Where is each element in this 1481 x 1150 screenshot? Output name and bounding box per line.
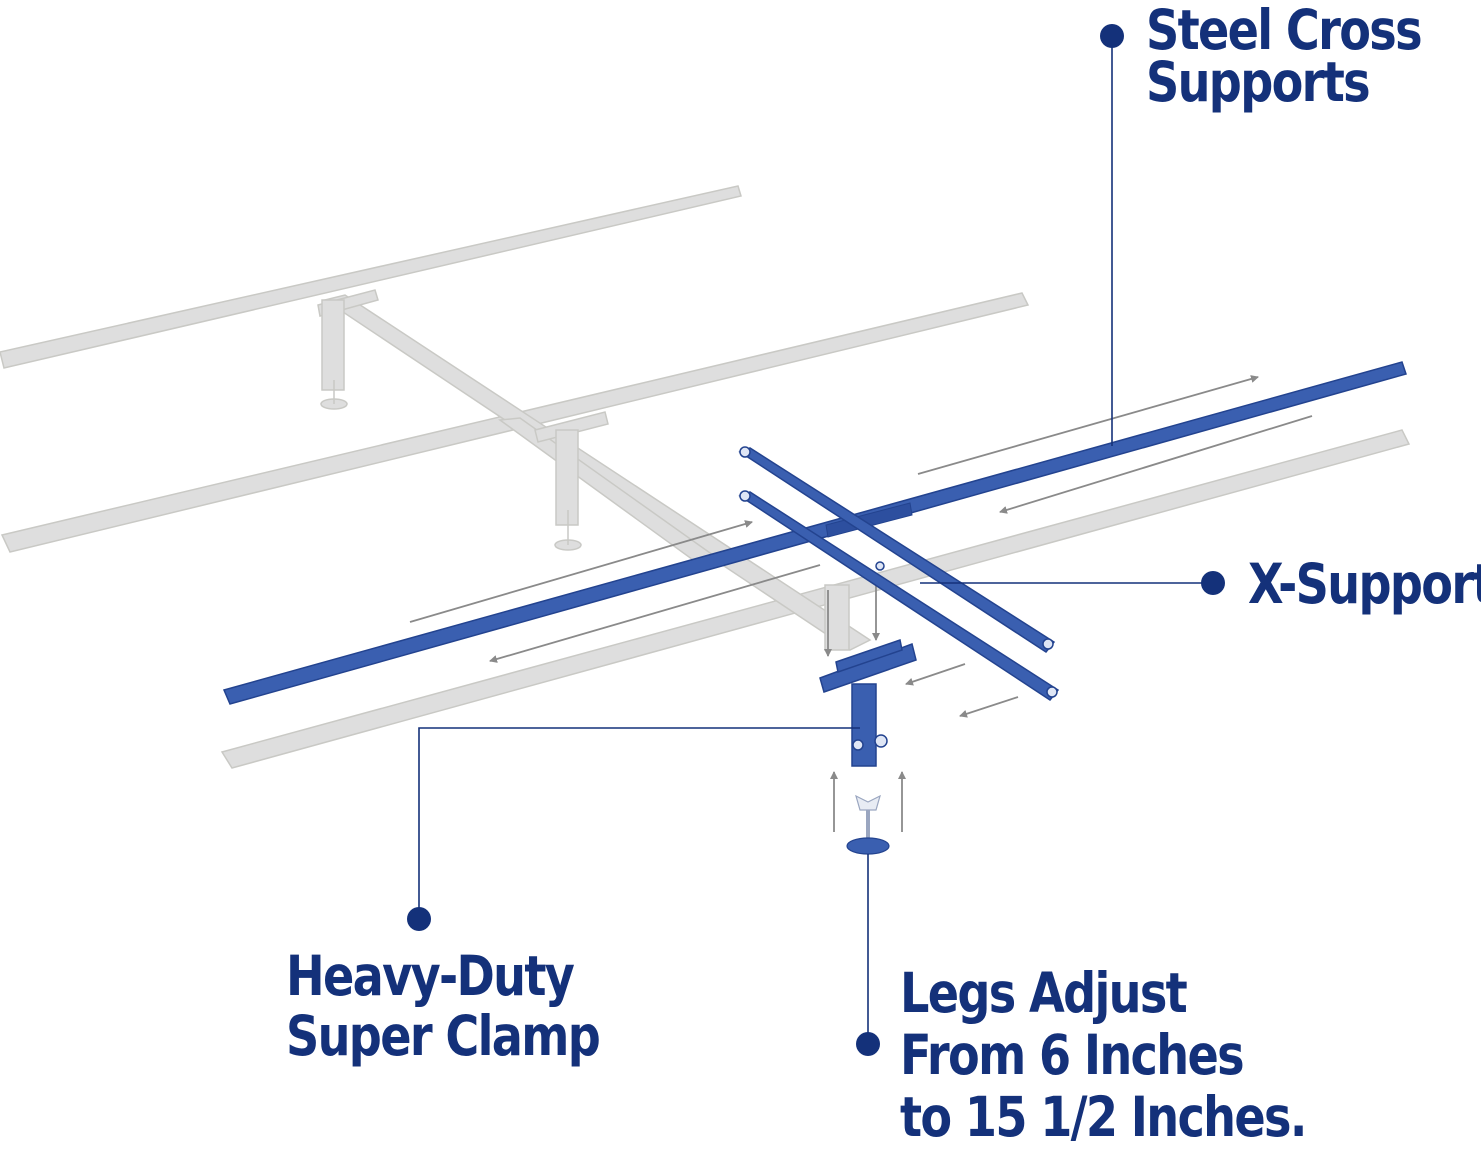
- callout-dots: [407, 24, 1225, 1056]
- arrow-clamp-1: [905, 663, 966, 686]
- dot-x-support: [1201, 571, 1225, 595]
- gray-rail-3: [220, 429, 1411, 769]
- super-clamp: [819, 639, 917, 767]
- arrow-upper-right: [917, 375, 1259, 475]
- x-arm-end-2: [739, 490, 751, 502]
- clamp-post: [851, 683, 877, 767]
- legs-line-2: From 6 Inches: [900, 1023, 1245, 1087]
- arrow-lower-right: [409, 520, 753, 623]
- arrow-upper-left: [999, 415, 1313, 514]
- gray-leg-post-2: [555, 429, 579, 526]
- gray-crossbar-2: [534, 411, 609, 443]
- legs-line-3: to 15 1/2 Inches.: [900, 1085, 1307, 1149]
- steel-cross-supports-label: Steel Cross Supports: [1146, 0, 1423, 114]
- steel-cross-line-2: Supports: [1146, 50, 1371, 114]
- arrow-lower-left: [489, 564, 821, 663]
- dot-clamp: [407, 907, 431, 931]
- dot-steel-cross: [1100, 24, 1124, 48]
- x-support: [738, 446, 1060, 702]
- gray-diagonal-arm-2: [497, 417, 722, 566]
- clamp-upper-plate: [835, 639, 903, 673]
- motion-arrows: [409, 375, 1313, 832]
- clamp-line-1: Heavy-Duty: [286, 944, 575, 1008]
- gray-rail-1: [0, 185, 742, 369]
- gray-leg-post-3: [824, 584, 850, 651]
- clamp-screw-right: [874, 734, 888, 748]
- steel-cross-line-1: Steel Cross: [1146, 0, 1423, 62]
- x-support-label: X-Support: [1248, 556, 1481, 612]
- x-support-line-1: X-Support: [1248, 552, 1481, 616]
- x-arm-end-3: [1042, 638, 1054, 650]
- gray-leg-post-1: [321, 299, 345, 391]
- legs-line-1: Legs Adjust: [900, 961, 1188, 1025]
- clamp-line-2: Super Clamp: [286, 1004, 601, 1068]
- blue-rail-joint: [825, 502, 913, 538]
- dot-legs: [856, 1032, 880, 1056]
- gray-frame: [0, 185, 1411, 769]
- leg-foot: [846, 837, 890, 855]
- leg-wing-nut: [855, 794, 881, 811]
- callout-leaders: [418, 36, 1213, 1044]
- x-arm-end-4: [1046, 686, 1058, 698]
- x-arm-pivot: [875, 561, 885, 571]
- legs-adjust-label: Legs Adjust From 6 Inches to 15 1/2 Inch…: [900, 961, 1307, 1149]
- leader-clamp: [418, 727, 860, 919]
- super-clamp-label: Heavy-Duty Super Clamp: [286, 944, 601, 1068]
- x-arm-end-1: [739, 446, 751, 458]
- adjustable-leg: [846, 794, 890, 855]
- clamp-screw-left: [852, 739, 864, 751]
- arrow-clamp-2: [959, 696, 1019, 718]
